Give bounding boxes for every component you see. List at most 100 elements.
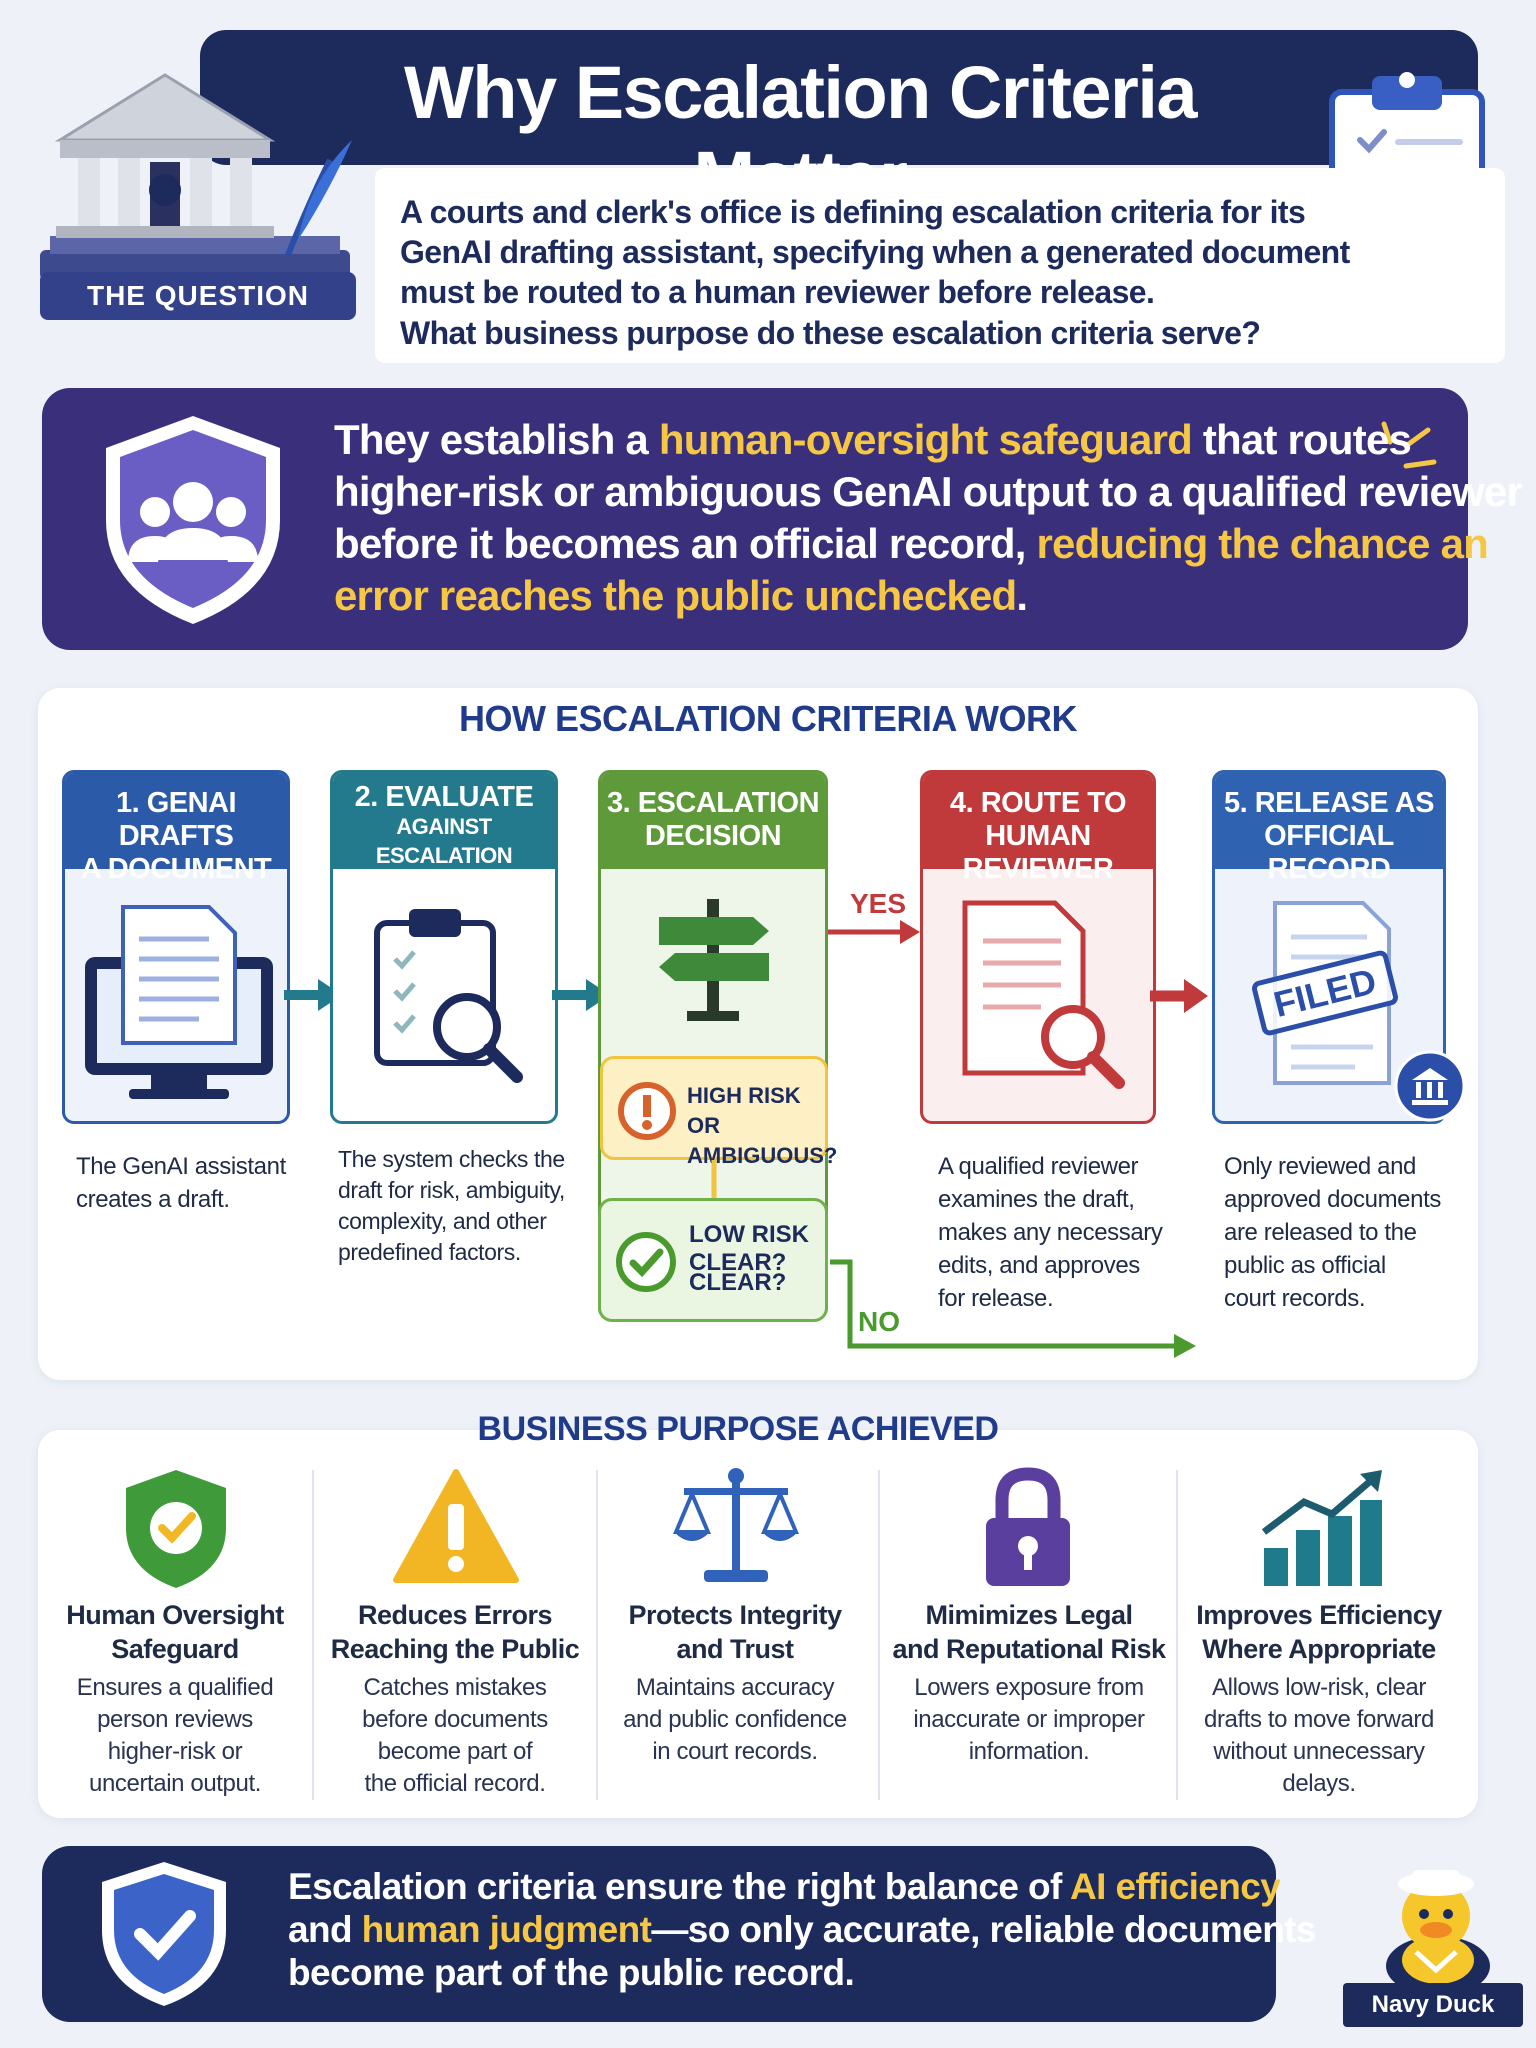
step-1-title-line-2: A DOCUMENT <box>80 853 272 885</box>
low-risk-pill: LOW RISK CLEAR? CLEAR? <box>598 1198 828 1322</box>
step-2-title-line-2: AGAINST ESCALATION <box>375 814 513 868</box>
step-3-title-line-1: 3. ESCALATION <box>606 787 820 819</box>
institution-badge-icon <box>1394 1050 1466 1122</box>
divider <box>1176 1470 1178 1800</box>
step-5-desc-line: public as official <box>1224 1252 1386 1279</box>
step-1-desc-line: creates a draft. <box>76 1186 230 1213</box>
step-5-desc-line: court records. <box>1224 1285 1366 1312</box>
divider <box>596 1470 598 1800</box>
signpost-icon <box>659 899 769 1021</box>
step-4-desc-line: edits, and approves <box>938 1252 1140 1279</box>
yes-arrow-icon <box>828 920 920 944</box>
step-1-desc-line: The GenAI assistant <box>76 1153 286 1180</box>
question-line-3: must be routed to a human reviewer befor… <box>400 274 1155 310</box>
step-2-description: The system checks the draft for risk, am… <box>338 1144 565 1268</box>
step-2-header: 2. EVALUATE AGAINST ESCALATION CRITERIA <box>333 773 555 899</box>
question-line-2: GenAI drafting assistant, specifying whe… <box>400 234 1350 270</box>
yes-label: YES <box>850 888 907 919</box>
low-risk-line: CLEAR? <box>689 1269 787 1296</box>
arrow-right-icon <box>1150 979 1208 1013</box>
step-4-title-line-2: HUMAN REVIEWER <box>962 820 1114 885</box>
step-5-header: 5. RELEASE AS OFFICIAL RECORD <box>1215 773 1443 885</box>
step-5-desc-line: are released to the <box>1224 1219 1417 1246</box>
answer-line-3: before it becomes an official record, re… <box>334 520 1489 567</box>
people-shield-icon <box>106 416 280 624</box>
low-risk-line: LOW RISK <box>689 1221 809 1248</box>
footer-line-3: become part of the public record. <box>288 1952 855 1993</box>
step-2-title-line-3: CRITERIA <box>377 868 511 900</box>
step-2-desc-line: predefined factors. <box>338 1239 521 1265</box>
step-5-title-line-2: OFFICIAL RECORD <box>1264 820 1394 885</box>
footer-line-2: and human judgment—so only accurate, rel… <box>288 1909 1317 1950</box>
low-risk-label: LOW RISK CLEAR? CLEAR? <box>689 1221 809 1297</box>
step-1-header: 1. GENAI DRAFTS A DOCUMENT <box>65 773 287 885</box>
question-panel <box>375 168 1505 363</box>
step-4-description: A qualified reviewer examines the draft,… <box>938 1150 1163 1315</box>
growth-chart-icon <box>1261 1470 1382 1586</box>
duck-mascot-icon <box>1386 1870 1490 1996</box>
answer-line-1: They establish a human-oversight safegua… <box>334 416 1412 463</box>
question-line-1: A courts and clerk's office is defining … <box>400 194 1306 230</box>
high-risk-line: HIGH RISK OR <box>687 1083 801 1138</box>
step-1-card: 1. GENAI DRAFTS A DOCUMENT <box>62 770 290 1124</box>
divider <box>878 1470 880 1800</box>
title-bar <box>200 30 1478 165</box>
warning-triangle-icon <box>393 1469 519 1583</box>
step-2-title-line-1: 2. EVALUATE <box>354 781 534 813</box>
answer-line-2: higher-risk or ambiguous GenAI output to… <box>334 468 1523 515</box>
shield-check-icon <box>126 1470 226 1588</box>
no-arrow-icon <box>830 1259 1196 1358</box>
no-label: NO <box>858 1306 900 1337</box>
scales-icon <box>672 1468 800 1582</box>
how-section-title: HOW ESCALATION CRITERIA WORK <box>459 698 1077 739</box>
step-1-description: The GenAI assistant creates a draft. <box>76 1150 286 1216</box>
step-4-card: 4. ROUTE TO HUMAN REVIEWER <box>920 770 1156 1124</box>
footer-line-1: Escalation criteria ensure the right bal… <box>288 1866 1281 1907</box>
shield-check-icon <box>102 1862 226 2006</box>
step-4-desc-line: makes any necessary <box>938 1219 1163 1246</box>
high-risk-pill: HIGH RISK OR AMBIGUOUS? <box>600 1056 837 1168</box>
sparkle-icon <box>1381 421 1437 469</box>
business-section-title: BUSINESS PURPOSE ACHIEVED <box>477 1410 999 1448</box>
warning-icon <box>618 1082 676 1140</box>
step-5-desc-line: Only reviewed and <box>1224 1153 1416 1180</box>
step-4-desc-line: examines the draft, <box>938 1186 1135 1213</box>
divider <box>312 1470 314 1800</box>
document-magnifier-icon <box>962 900 1125 1089</box>
step-4-desc-line: A qualified reviewer <box>938 1153 1139 1180</box>
step-5-description: Only reviewed and approved documents are… <box>1224 1150 1441 1315</box>
low-risk-line: CLEAR? <box>689 1249 787 1276</box>
connector-line <box>711 1160 717 1200</box>
step-1-title-line-1: 1. GENAI DRAFTS <box>115 787 237 852</box>
step-3-header: 3. ESCALATION DECISION <box>601 773 825 869</box>
step-4-header: 4. ROUTE TO HUMAN REVIEWER <box>923 773 1153 885</box>
padlock-icon <box>986 1467 1070 1586</box>
step-3-title-line-2: DECISION <box>644 820 782 852</box>
step-2-desc-line: draft for risk, ambiguity, <box>338 1177 565 1203</box>
step-2-card: 2. EVALUATE AGAINST ESCALATION CRITERIA <box>330 770 558 1124</box>
step-2-desc-line: complexity, and other <box>338 1208 547 1234</box>
high-risk-label: HIGH RISK OR AMBIGUOUS? <box>687 1081 837 1171</box>
question-line-4: What business purpose do these escalatio… <box>400 315 1261 351</box>
step-5-desc-line: approved documents <box>1224 1186 1441 1213</box>
computer-document-icon <box>85 905 273 1099</box>
step-4-desc-line: for release. <box>938 1285 1054 1312</box>
step-5-title-line-1: 5. RELEASE AS <box>1224 787 1434 819</box>
step-4-title-line-1: 4. ROUTE TO <box>949 787 1127 819</box>
checkmark-circle-icon <box>616 1232 676 1292</box>
